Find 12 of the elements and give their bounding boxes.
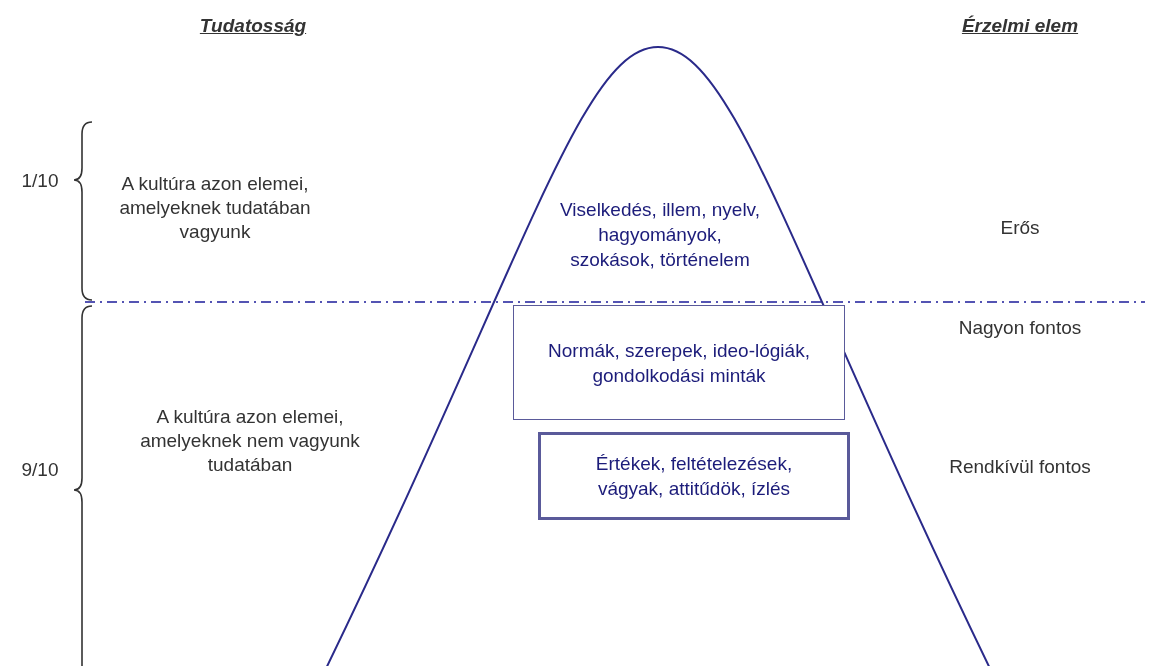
description-text: A kultúra azon elemei, amelyeknek tudatában vagyunk (118, 172, 312, 244)
column-heading: Érzelmi elem (960, 14, 1080, 38)
description-text: A kultúra azon elemei, amelyeknek nem vagyunk tudatában (139, 405, 361, 477)
fraction-label: 1/10 (20, 169, 60, 193)
intensity-label: Rendkívül fontos (948, 455, 1092, 479)
fraction-label: 9/10 (20, 458, 60, 482)
curve-text: Viselkedés, illem, nyelv, hagyományok, szokások, történelem (559, 198, 761, 272)
text-box: Értékek, feltételezések, vágyak, attitűdök, ízlés (538, 432, 850, 520)
intensity-label: Erős (999, 216, 1041, 240)
text-box: Normák, szerepek, ideo-lógiák, gondolkodási minták (513, 305, 845, 420)
intensity-label: Nagyon fontos (957, 316, 1083, 340)
column-heading: Tudatosság (198, 14, 308, 38)
